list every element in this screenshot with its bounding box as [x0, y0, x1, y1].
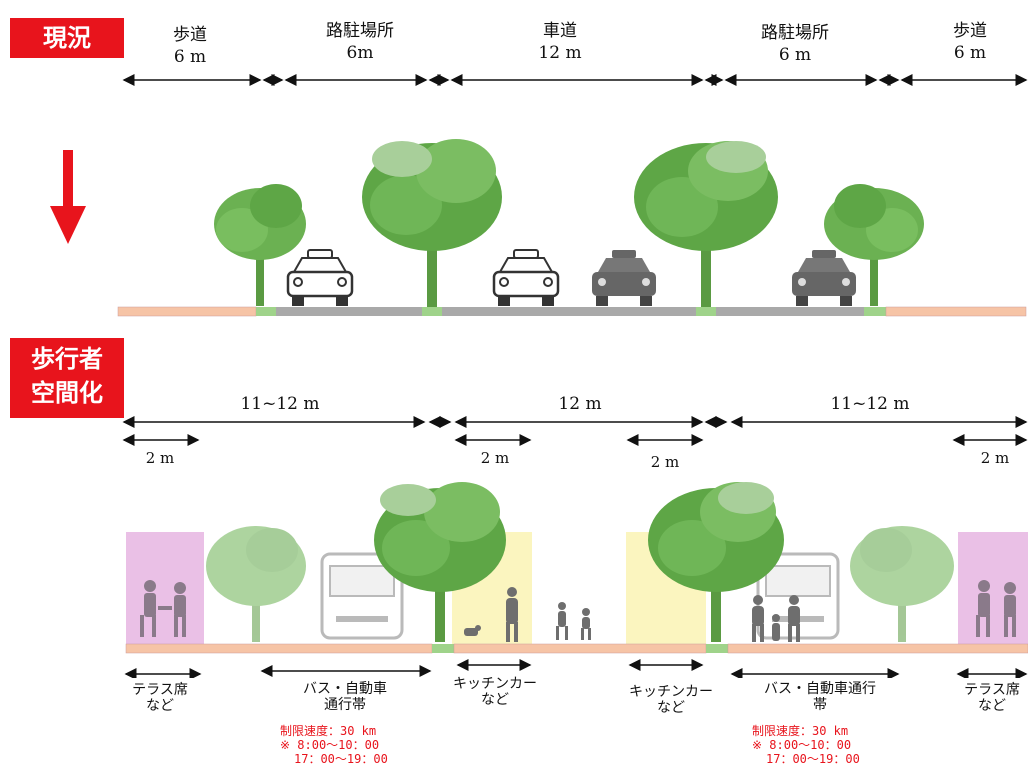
sub-width-label: 2 m — [650, 453, 680, 471]
tree-icon — [374, 482, 506, 642]
bus-lane-label: バス・自動車通行帯 — [303, 681, 387, 713]
terrace-zone — [958, 532, 1028, 644]
car-icon — [792, 250, 856, 306]
cafe-people-icon — [976, 580, 1016, 637]
pedestrianization-badge: 歩行者 空間化 — [10, 338, 124, 418]
cafe-people-icon — [140, 580, 186, 637]
car-icon — [286, 249, 354, 306]
kitchen-car-label: キッチンカーなど — [629, 684, 713, 716]
bus-lane-label: バス・自動車通行帯 — [764, 681, 876, 713]
tree-icon — [206, 526, 306, 642]
terrace-label: テラス席など — [964, 682, 1020, 714]
transform-arrow-icon — [50, 150, 86, 244]
pedestrians-icon — [464, 587, 800, 642]
width-label: 12 m — [558, 394, 602, 414]
kitchen-car-label: キッチンカーなど — [453, 676, 537, 708]
sub-width-label: 2 m — [980, 449, 1010, 467]
terrace-zone — [126, 532, 204, 644]
width-label: 11~12 m — [240, 394, 320, 414]
tree-icon — [214, 184, 306, 306]
zone-arrow — [124, 659, 1028, 678]
sub-width-label: 2 m — [480, 449, 510, 467]
badge-line-1: 歩行者 — [31, 345, 103, 373]
pedestrian-street-drawing — [122, 416, 1028, 678]
badge-line-2: 空間化 — [31, 379, 103, 407]
width-label: 11~12 m — [830, 394, 910, 414]
road-strip — [117, 306, 1027, 317]
sub-width-label: 2 m — [145, 449, 175, 467]
speed-limit-note: 制限速度：30 km ※ 8:00～10：00 17：00～19：00 — [752, 724, 860, 766]
car-icon — [592, 250, 656, 306]
current-badge: 現況 — [10, 18, 124, 58]
car-icon — [492, 249, 560, 306]
terrace-label: テラス席など — [132, 682, 188, 714]
speed-limit-note: 制限速度：30 km ※ 8:00～10：00 17：00～19：00 — [280, 724, 388, 766]
tree-icon — [648, 482, 784, 642]
tree-icon — [362, 139, 502, 307]
bus-icon — [320, 552, 404, 640]
tree-icon — [824, 184, 924, 306]
dimension-arrow — [122, 416, 1028, 446]
tree-icon — [634, 141, 778, 307]
current-street-drawing — [117, 74, 1028, 317]
tree-icon — [850, 526, 954, 642]
road-strip — [125, 643, 1028, 654]
